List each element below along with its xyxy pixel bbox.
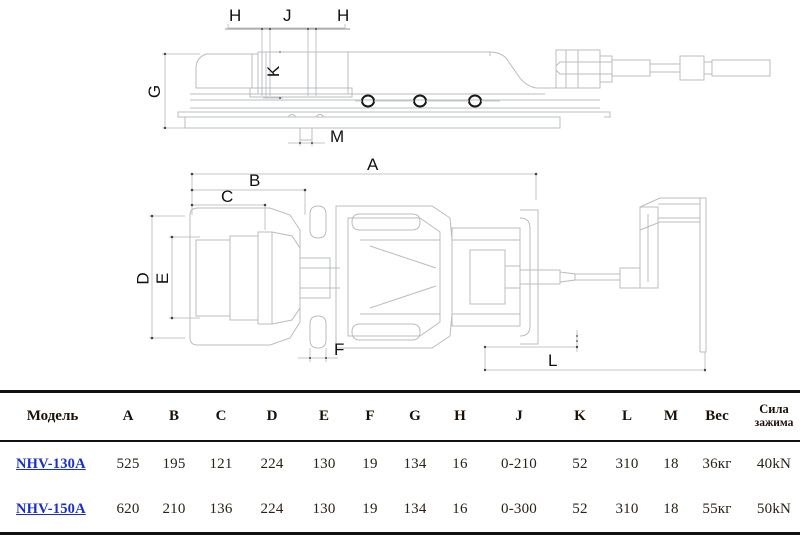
cell-h: 16 [452,455,468,472]
col-header-f: F [365,407,375,424]
cell-c: 136 [209,500,233,517]
col-header-b: B [168,407,179,424]
cell-model[interactable]: NHV-150A [0,487,105,534]
bottom-rule-cell [0,533,800,535]
dim-label-l: L [548,351,558,370]
col-header-e: E [318,407,329,424]
col-header-clamping-force: Сила зажима [743,392,800,441]
table-row: NHV-150A 620 210 136 224 130 19 134 16 0… [0,487,800,534]
col-header-m: M [663,407,679,424]
col-header-weight: Вес [705,407,729,424]
col-header-d: D [266,407,278,424]
dim-label-h-left: H [229,6,242,25]
cell-force: 50kN [756,500,792,517]
cell-e: 130 [312,500,336,517]
cell-weight: 55кг [702,500,732,517]
col-header-a: A [122,407,134,424]
clamping-force-line2: зажима [754,417,794,430]
cell-l: 310 [615,455,639,472]
col-header-k: K [574,407,586,424]
cell-h: 16 [452,500,468,517]
col-header-j: J [515,407,523,424]
col-header-model: Модель [26,407,79,424]
dim-label-d: D [133,272,153,285]
col-header-h: H [454,407,466,424]
cell-b: 210 [162,500,186,517]
specifications-table: Модель A B C D E F G H J K L M Вес Сила … [0,390,800,536]
dim-label-h-right: H [337,6,350,25]
dim-label-k: K [264,65,284,78]
col-header-g: G [409,407,421,424]
cell-l: 310 [615,500,639,517]
cell-force: 40kN [756,455,792,472]
model-link-nhv-150a[interactable]: NHV-150A [16,500,86,517]
table-row: NHV-130A 525 195 121 224 130 19 134 16 0… [0,440,800,487]
cell-d: 224 [260,455,284,472]
table-bottom-rule [0,533,800,536]
cell-c: 121 [209,455,233,472]
cell-model[interactable]: NHV-130A [0,441,105,487]
table-header-row: Модель A B C D E F G H J K L M Вес Сила … [0,391,800,441]
cell-k: 52 [572,500,588,517]
cell-f: 19 [362,455,378,472]
cell-b: 195 [162,455,186,472]
cell-weight: 36кг [702,455,732,472]
dim-label-j: J [283,6,292,25]
cell-d: 224 [260,500,284,517]
dim-label-b: B [249,171,261,190]
cell-f: 19 [362,500,378,517]
model-link-nhv-130a[interactable]: NHV-130A [16,455,86,472]
dim-label-a: A [367,155,379,174]
dim-label-m: M [330,127,345,146]
cell-k: 52 [572,455,588,472]
cell-a: 525 [116,455,140,472]
cell-m: 18 [663,455,679,472]
dim-label-c: C [221,187,234,206]
cell-g: 134 [403,455,427,472]
technical-drawing: H J H K G M A B C D E F L [133,6,771,372]
specifications-table-wrap: Модель A B C D E F G H J K L M Вес Сила … [0,390,800,536]
dim-label-f: F [334,340,345,359]
cell-m: 18 [663,500,679,517]
vise-drawing-svg [149,24,771,372]
cell-j: 0-300 [501,500,537,517]
cell-a: 620 [116,500,140,517]
col-header-l: L [621,407,632,424]
cell-e: 130 [312,455,336,472]
dim-label-e: E [153,272,173,285]
clamping-force-line1: Сила [759,402,789,416]
cell-g: 134 [403,500,427,517]
cell-j: 0-210 [501,455,537,472]
dim-label-g: G [145,84,165,99]
col-header-c: C [215,407,227,424]
